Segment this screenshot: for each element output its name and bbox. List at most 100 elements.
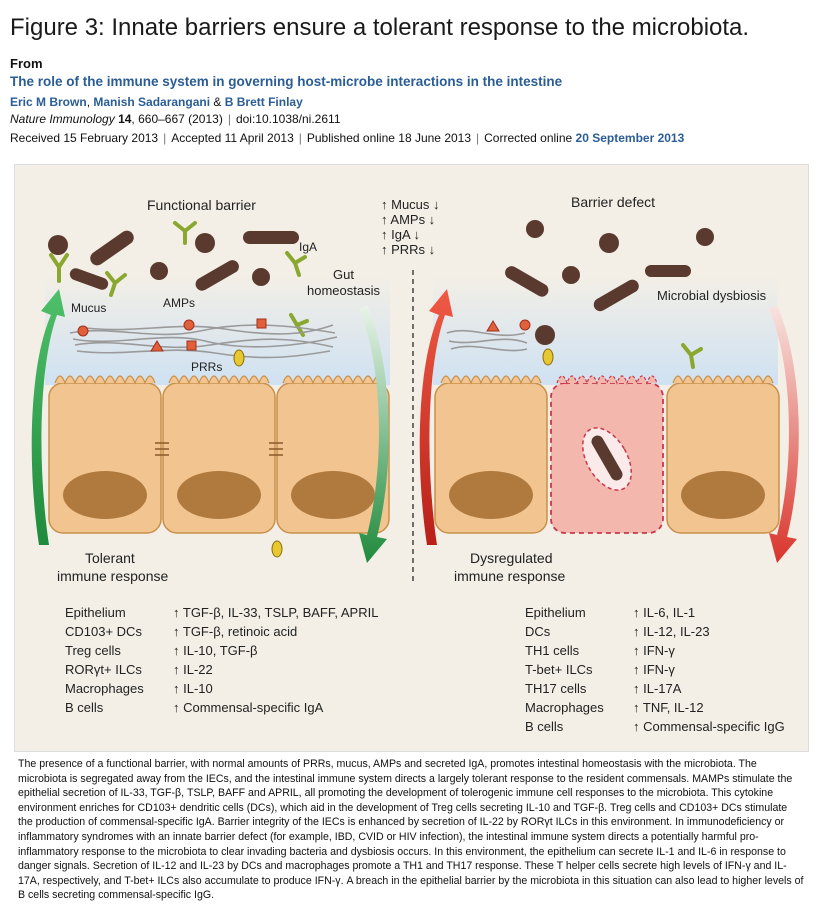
mucus-label: Mucus: [71, 301, 106, 315]
article-title-link[interactable]: The role of the immune system in governi…: [10, 74, 563, 89]
figure-illustration: Functional barrier Barrier defect ↑ Mucu…: [31, 194, 799, 585]
table-row: B cells↑ Commensal-specific IgG: [525, 717, 785, 736]
table-row: Macrophages↑ IL-10: [65, 679, 378, 698]
dates-line: Received 15 February 2013|Accepted 11 Ap…: [10, 131, 685, 145]
cell-nucleus: [177, 471, 261, 519]
prrs-label: PRRs: [191, 360, 222, 374]
bacterium-rod: [69, 268, 109, 290]
authors: Eric M Brown, Manish Sadarangani & B Bre…: [10, 95, 303, 109]
right-cytokine-table: Epithelium ↑ IL-6, IL-1 DCs ↑ IL-12, IL-23…: [525, 603, 785, 736]
cell-type: DCs: [525, 624, 551, 639]
iga-label: IgA: [299, 240, 317, 254]
cell-type: B cells: [65, 700, 104, 715]
corrected-date-link[interactable]: 20 September 2013: [575, 131, 685, 145]
left-cytokine-table: Epithelium↑ TGF-β, IL-33, TSLP, BAFF, AP…: [65, 603, 378, 717]
bacterium-rod: [195, 260, 239, 291]
cytokines: ↑ IL-10: [173, 681, 213, 696]
journal-pages: , 660–667 (2013): [131, 112, 223, 126]
tolerant-label-line1: Tolerant: [85, 550, 135, 566]
right-down-arrow: [769, 305, 799, 563]
bacterium-coccus: [195, 233, 215, 253]
cytokines: ↑ IL-6, IL-1: [633, 605, 696, 620]
cytokines: ↑ Commensal-specific IgG: [633, 719, 785, 734]
right-epithelium: [434, 375, 780, 534]
right-title: Barrier defect: [571, 194, 655, 210]
tight-junctions: [155, 442, 283, 456]
table-row: DCs ↑ IL-12, IL-23: [525, 622, 785, 641]
author-joiner: ,: [86, 95, 94, 109]
cell-type: Epithelium: [65, 605, 126, 620]
journal-citation: Nature Immunology 14, 660–667 (2013)|doi…: [10, 112, 341, 126]
basolateral-receptor-icon: [271, 540, 283, 558]
table-row: CD103+ DCs ↑ TGF-β, retinoic acid: [65, 622, 378, 641]
figure-caption: The presence of a functional barrier, wi…: [18, 758, 804, 902]
left-bacteria: [48, 230, 299, 291]
tolerant-label-line2: immune response: [57, 568, 168, 584]
left-antibodies: [49, 221, 309, 337]
center-list-prrs: ↑ PRRs ↓: [381, 242, 435, 257]
center-list-amps: ↑ AMPs ↓: [381, 212, 435, 227]
cytokines: ↑ TGF-β, retinoic acid: [173, 624, 298, 639]
author-link[interactable]: Eric M Brown: [10, 95, 87, 109]
cell-type: Epithelium: [525, 605, 586, 620]
microbial-dysbiosis-label: Microbial dysbiosis: [657, 288, 767, 303]
corrected-label: Corrected online: [484, 131, 573, 145]
invading-bacterium: [591, 435, 623, 481]
cell-nucleus: [449, 471, 533, 519]
cytokines: ↑ IL-22: [173, 662, 213, 677]
cell-nucleus: [63, 471, 147, 519]
figure-title: Figure 3: Innate barriers ensure a toler…: [10, 14, 750, 41]
antibody-icon: [49, 253, 69, 283]
cytokines: ↑ IFN-γ: [633, 662, 675, 677]
amp-circle: [183, 319, 195, 331]
amp-circle: [519, 319, 531, 331]
cell-type: Treg cells: [65, 643, 121, 658]
gut-homeostasis-label-line2: homeostasis: [307, 283, 380, 298]
cell-type: TH1 cells: [525, 643, 580, 658]
bacterium-coccus: [526, 220, 544, 238]
table-row: T-bet+ ILCs↑ IFN-γ: [525, 660, 785, 679]
bacterium-rod: [243, 231, 299, 244]
figure-panel: Functional barrier Barrier defect ↑ Mucu…: [14, 164, 809, 752]
published-date: Published online 18 June 2013: [306, 131, 472, 145]
cell-nucleus: [681, 471, 765, 519]
amp-circle: [77, 325, 89, 337]
right-mucus-mesh: [446, 329, 528, 352]
microvilli: [440, 375, 774, 385]
right-up-arrow: [419, 289, 453, 545]
cell-type: RORγt+ ILCs: [65, 662, 142, 677]
table-row: TH17 cells↑ IL-17A: [525, 679, 785, 698]
bacterium-coccus: [599, 233, 619, 253]
author-joiner: &: [210, 95, 225, 109]
left-amps: [77, 318, 267, 352]
center-list-iga: ↑ IgA ↓: [381, 227, 420, 242]
cytokines: ↑ IL-12, IL-23: [633, 624, 710, 639]
cytokines: ↑ TNF, IL-12: [633, 700, 704, 715]
left-down-arrow: [359, 305, 389, 563]
journal-name: Nature Immunology: [10, 112, 115, 126]
author-link[interactable]: B Brett Finlay: [224, 95, 303, 109]
doi: doi:10.1038/ni.2611: [235, 112, 341, 126]
table-row: Epithelium↑ TGF-β, IL-33, TSLP, BAFF, AP…: [65, 603, 378, 622]
bacterium-rod: [505, 266, 549, 297]
table-row: Macrophages↑ TNF, IL-12: [525, 698, 785, 717]
cytokines: ↑ IFN-γ: [633, 643, 675, 658]
author-link[interactable]: Manish Sadarangani: [93, 95, 211, 109]
cytokines: ↑ IL-17A: [633, 681, 682, 696]
bacterium-coccus: [48, 235, 68, 255]
bacterium-rod: [593, 279, 639, 312]
antibody-icon: [105, 271, 127, 297]
bacterium-coccus: [252, 268, 270, 286]
cytokines: ↑ IL-10, TGF-β: [173, 643, 258, 658]
left-mucus-mesh: [69, 324, 338, 359]
accepted-date: Accepted 11 April 2013: [171, 131, 294, 145]
cell-type: CD103+ DCs: [65, 624, 142, 639]
damaged-microvilli: [556, 375, 658, 385]
journal-volume: 14: [118, 112, 132, 126]
antibody-icon: [173, 221, 197, 245]
left-title: Functional barrier: [147, 197, 256, 213]
antibody-icon: [285, 251, 307, 277]
amp-triangle: [486, 320, 500, 332]
table-row: TH1 cells ↑ IFN-γ: [525, 641, 785, 660]
antibody-icon: [289, 313, 309, 337]
